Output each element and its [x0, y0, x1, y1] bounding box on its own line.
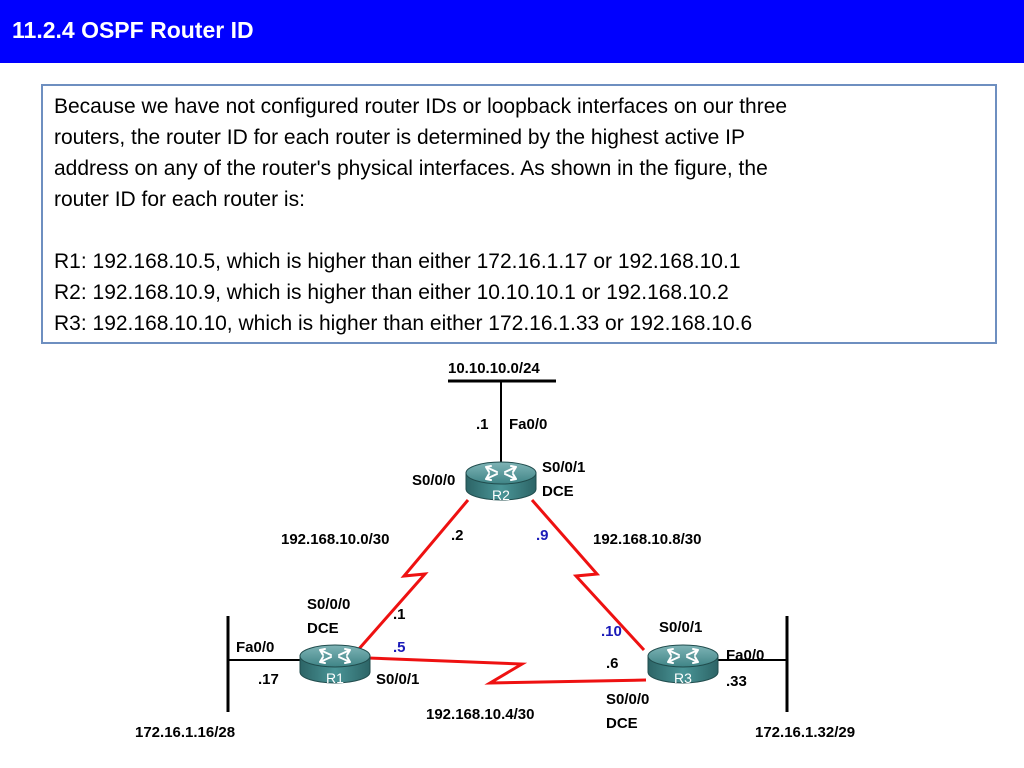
network-label-r1-r3: 192.168.10.4/30 — [426, 706, 534, 723]
r2-fa-iface-label: Fa0/0 — [509, 416, 547, 433]
r1-s001-host-label: .5 — [393, 639, 406, 656]
serial-link-r1-r3 — [367, 656, 647, 685]
description-line-1: Because we have not configured router ID… — [54, 95, 788, 118]
network-label-r3-lan: 172.16.1.32/29 — [755, 724, 855, 741]
page-title: 11.2.4 OSPF Router ID — [12, 17, 254, 43]
network-label-r2-r3: 192.168.10.8/30 — [593, 531, 701, 548]
r2-s001-host-label: .9 — [536, 527, 549, 544]
r2-s000-iface-label: S0/0/0 — [412, 472, 455, 489]
r1-s001-iface-label: S0/0/1 — [376, 671, 419, 688]
r3-s001-iface-label: S0/0/1 — [659, 619, 702, 636]
description-line-3: address on any of the router's physical … — [54, 157, 768, 180]
r2-fa-host-label: .1 — [476, 416, 489, 433]
r1-dce-label: DCE — [307, 620, 339, 637]
r3-s001-host-label: .10 — [601, 623, 622, 640]
r1-fa-host-label: .17 — [258, 671, 279, 688]
r3-fa-iface-label: Fa0/0 — [726, 647, 764, 664]
router-id-r1-line: R1: 192.168.10.5, which is higher than e… — [54, 250, 741, 273]
description-line-2: routers, the router ID for each router i… — [54, 126, 746, 149]
r3-s000-iface-label: S0/0/0 — [606, 691, 649, 708]
r3-s000-host-label: .6 — [606, 655, 619, 672]
description-box — [41, 84, 997, 344]
router-r1-icon: R1 — [299, 644, 371, 686]
r1-fa-iface-label: Fa0/0 — [236, 639, 274, 656]
network-label-top-lan: 10.10.10.0/24 — [448, 360, 540, 377]
r2-s001-iface-label: S0/0/1 — [542, 459, 585, 476]
serial-link-r1-r2 — [356, 499, 470, 651]
router-r1-name: R1 — [326, 670, 344, 686]
router-r3-icon: R3 — [647, 644, 719, 686]
network-label-r1-r2: 192.168.10.0/30 — [281, 531, 389, 548]
description-line-4: router ID for each router is: — [54, 188, 305, 211]
title-bar: 11.2.4 OSPF Router ID — [0, 0, 1024, 63]
r3-dce-label: DCE — [606, 715, 638, 732]
r2-s000-host-label: .2 — [451, 527, 464, 544]
router-r2-name: R2 — [492, 487, 510, 503]
router-id-r3-line: R3: 192.168.10.10, which is higher than … — [54, 312, 753, 335]
serial-link-r2-r3 — [530, 499, 646, 652]
r1-s000-host-label: .1 — [393, 606, 406, 623]
r2-dce-label: DCE — [542, 483, 574, 500]
router-r3-name: R3 — [674, 670, 692, 686]
r3-fa-host-label: .33 — [726, 673, 747, 690]
router-r2-icon: R2 — [465, 461, 537, 503]
r1-s000-iface-label: S0/0/0 — [307, 596, 350, 613]
router-id-r2-line: R2: 192.168.10.9, which is higher than e… — [54, 281, 729, 304]
network-label-r1-lan: 172.16.1.16/28 — [135, 724, 235, 741]
